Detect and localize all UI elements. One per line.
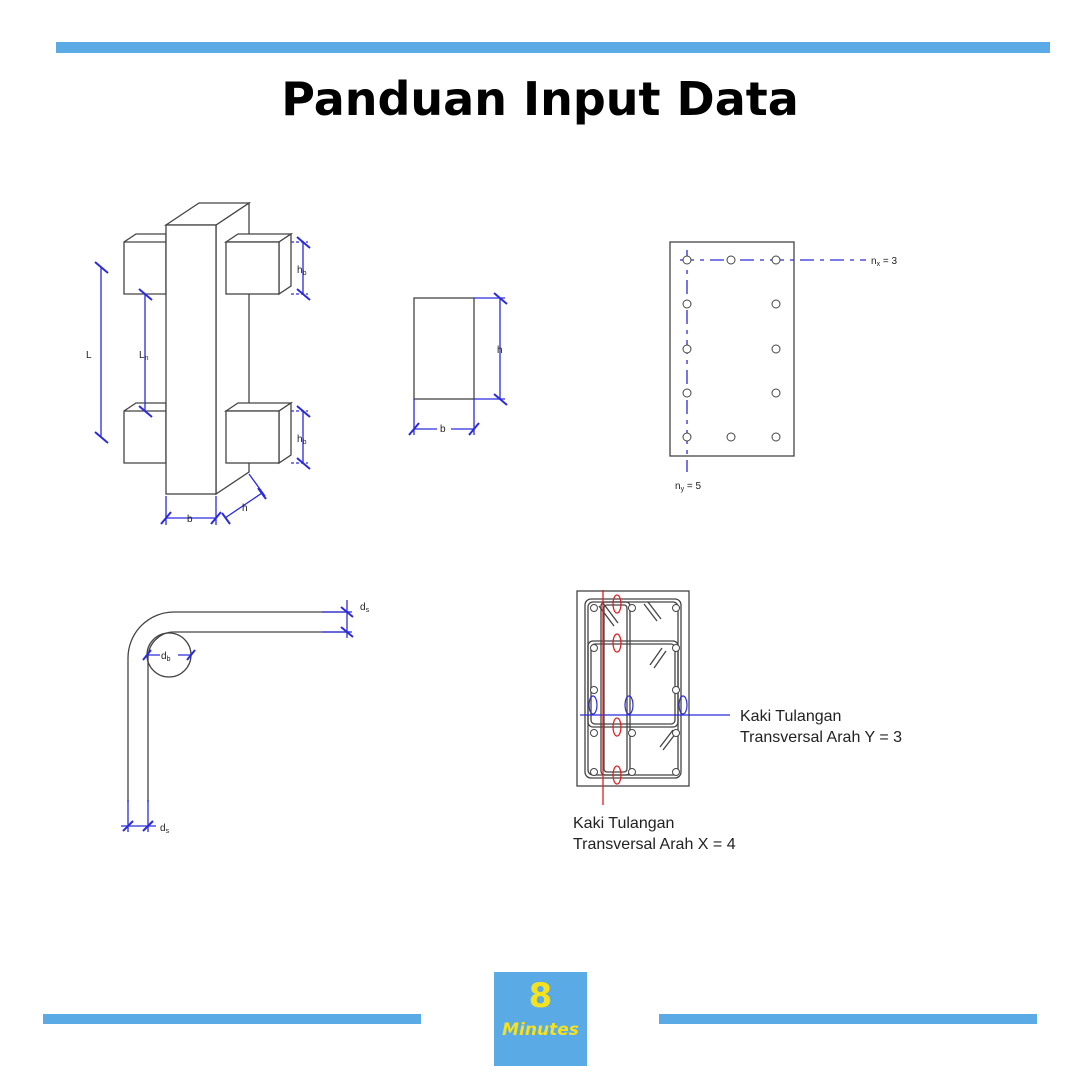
stirrup-rebar-circle bbox=[672, 644, 680, 652]
label-L: L bbox=[86, 350, 92, 361]
stirrup-rebar-circle bbox=[628, 768, 636, 776]
stirrup-rebar-circle bbox=[672, 686, 680, 694]
stirrup-rebar-circle bbox=[672, 729, 680, 737]
rebar-circle bbox=[682, 388, 692, 398]
rebar-circle bbox=[682, 432, 692, 442]
stirrup-rebar-circle bbox=[590, 644, 598, 652]
bar-layout-section: nx = 3 ny = 5 bbox=[669, 241, 897, 493]
stirrup-legs-section: Kaki Tulangan Transversal Arah Y = 3 Kak… bbox=[573, 590, 902, 853]
label-x-line1: Kaki Tulangan bbox=[573, 815, 674, 832]
label-y-line2: Transversal Arah Y = 3 bbox=[740, 729, 902, 746]
section-rectangle: h b bbox=[408, 292, 508, 436]
label-h-fig1: h bbox=[242, 503, 248, 514]
column-beam-isometric: L Ln hb hb b h bbox=[86, 201, 311, 525]
label-b-fig2: b bbox=[440, 424, 446, 435]
rebar-circle bbox=[771, 344, 781, 354]
stirrup-rebar-circles bbox=[590, 604, 680, 776]
rebar-circle bbox=[771, 432, 781, 442]
rebar-circle bbox=[682, 344, 692, 354]
rebar-circle bbox=[682, 255, 692, 265]
rebar-circle bbox=[726, 432, 736, 442]
rebar-circle bbox=[726, 255, 736, 265]
logo-8-minutes: 8 Minutes bbox=[494, 972, 587, 1066]
label-hb-lower: hb bbox=[297, 434, 307, 446]
stirrup-rebar-circle bbox=[590, 729, 598, 737]
label-ds-top: ds bbox=[360, 602, 370, 614]
rebar-circle bbox=[682, 299, 692, 309]
stirrup-rebar-circle bbox=[672, 604, 680, 612]
bottom-left-bar bbox=[43, 1014, 421, 1024]
rebar-circle bbox=[771, 299, 781, 309]
label-x-line2: Transversal Arah X = 4 bbox=[573, 836, 736, 853]
stirrup-rebar-circle bbox=[590, 686, 598, 694]
label-b-fig1: b bbox=[187, 514, 193, 525]
stirrup-rebar-circle bbox=[672, 768, 680, 776]
label-Ln: Ln bbox=[139, 350, 149, 362]
rebar-circles bbox=[682, 255, 781, 442]
page-title: Panduan Input Data bbox=[281, 72, 799, 126]
top-accent-bar bbox=[56, 42, 1050, 53]
label-hb-upper: hb bbox=[297, 265, 307, 277]
stirrup-rebar-circle bbox=[628, 729, 636, 737]
stirrup-rebar-circle bbox=[590, 768, 598, 776]
label-ny: ny = 5 bbox=[675, 481, 701, 493]
label-h-fig2: h bbox=[497, 345, 503, 356]
bottom-right-bar bbox=[659, 1014, 1037, 1024]
stirrup-rebar-circle bbox=[590, 604, 598, 612]
logo-number: 8 bbox=[528, 976, 553, 1016]
label-ds-bottom: ds bbox=[160, 823, 170, 835]
stirrup-rebar-circle bbox=[628, 604, 636, 612]
bar-bend-detail: db ds ds bbox=[121, 600, 370, 835]
logo-word: Minutes bbox=[502, 1020, 579, 1040]
rebar-circle bbox=[771, 388, 781, 398]
rebar-circle bbox=[771, 255, 781, 265]
label-y-line1: Kaki Tulangan bbox=[740, 708, 841, 725]
label-nx: nx = 3 bbox=[871, 256, 897, 268]
label-db: db bbox=[161, 651, 171, 663]
